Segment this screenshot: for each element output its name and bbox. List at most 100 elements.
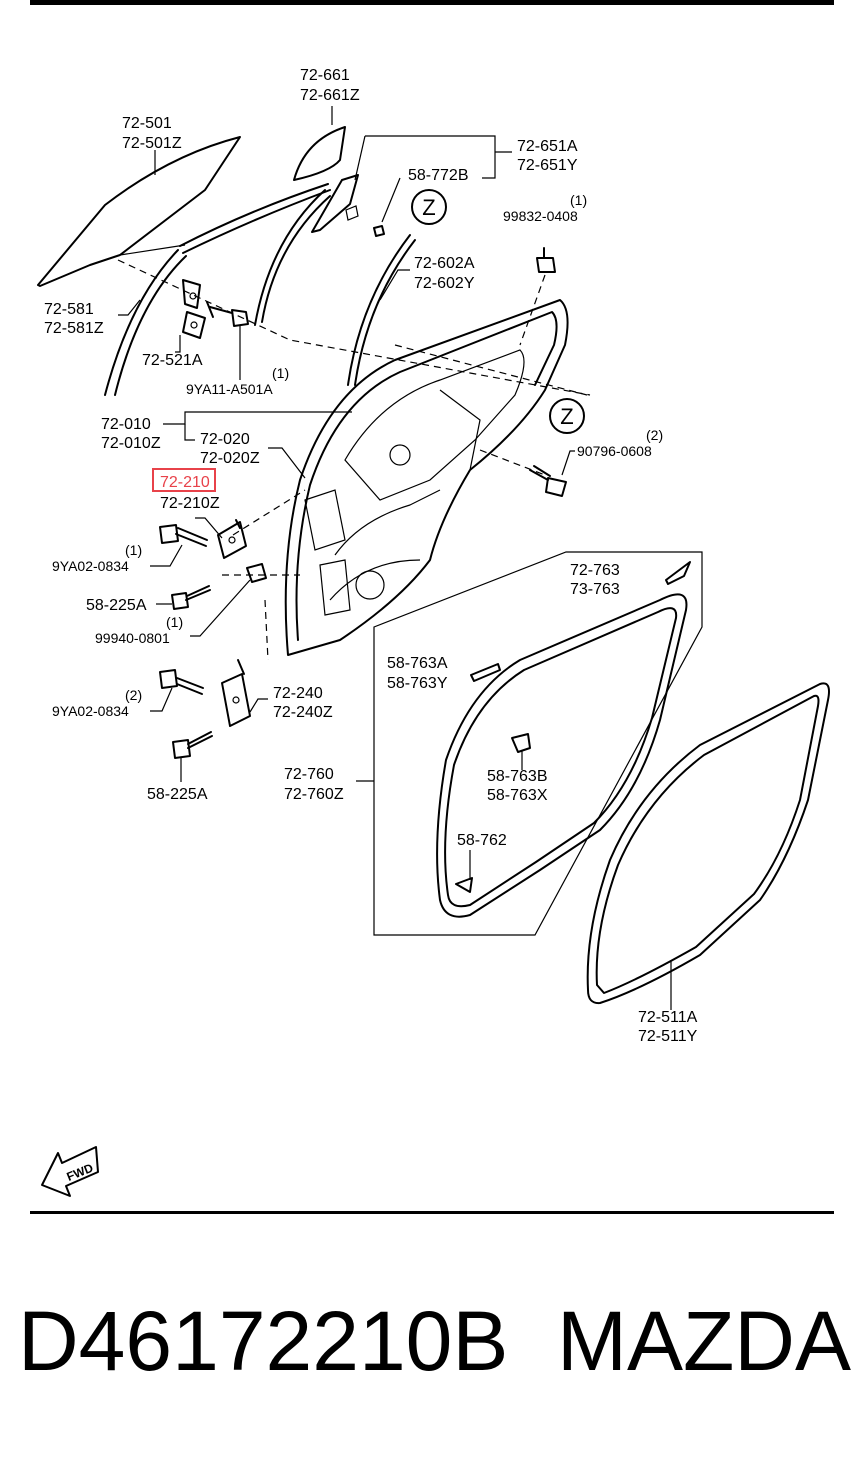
quarter-glass: [293, 126, 346, 181]
part-label: 72-661Z: [300, 87, 360, 104]
callout-99940: (1) 99940-0801: [95, 614, 183, 646]
bolt-9ya02-upper: [159, 524, 208, 547]
callout-58-225a-lower: 58-225A: [147, 786, 208, 803]
callout-72-581: 72-581 72-581Z: [44, 301, 104, 337]
qty-label: (2): [125, 687, 142, 703]
bottom-rule: [30, 1211, 834, 1214]
callout-99832: (1) 99832-0408: [503, 192, 587, 224]
part-label: 9YA11-A501A: [186, 381, 273, 397]
highlight-box: [152, 468, 216, 492]
detail-marker-text: Z: [422, 195, 435, 220]
part-label: 90796-0608: [577, 443, 652, 459]
projection-lines: [117, 259, 591, 661]
part-label: 72-602Y: [414, 275, 475, 292]
rear-channel: [104, 249, 187, 396]
door-weatherstrip: [436, 593, 688, 918]
glass-bracket: [182, 279, 206, 339]
part-label: 72-511A: [638, 1009, 698, 1026]
weatherstrip-group-box: [373, 551, 703, 936]
leader-lines: [118, 106, 672, 1010]
bolt-90796: [529, 465, 567, 497]
clip-58-763b: [511, 733, 531, 753]
part-number: D46172210B: [18, 1294, 508, 1388]
trim-72-763: [665, 561, 691, 585]
part-label: 72-010Z: [101, 435, 161, 452]
qty-label: (1): [166, 614, 183, 630]
detail-marker-z-2: Z: [549, 398, 585, 434]
part-label: 72-661: [300, 67, 350, 84]
bolt-9ya11: [206, 301, 249, 327]
part-label: 72-602A: [414, 255, 475, 272]
glass-run-channel: [179, 183, 331, 326]
callout-72-521a: 72-521A: [142, 352, 203, 369]
part-label: 9YA02-0834: [52, 558, 129, 574]
trim-58-763a: [470, 663, 501, 682]
callout-72-240: 72-240 72-240Z: [273, 685, 333, 721]
callout-9ya11: (1) 9YA11-A501A: [186, 365, 289, 397]
callout-72-010: 72-010 72-010Z: [101, 416, 161, 452]
bolt-99832: [536, 247, 556, 273]
part-label: 72-020Z: [200, 450, 260, 467]
part-label: 72-511Y: [638, 1028, 698, 1045]
part-label: 58-763Y: [387, 675, 448, 692]
part-label: 58-763A: [387, 655, 448, 672]
detail-marker-text: Z: [560, 404, 573, 429]
callout-72-501: 72-501 72-501Z: [122, 115, 182, 152]
bolt-58-225a-lower: [172, 731, 213, 759]
callout-72-602: 72-602A 72-602Y: [414, 255, 475, 292]
door-glass: [37, 136, 241, 287]
bolt-58-225a-upper: [171, 585, 211, 610]
part-label: 72-581: [44, 301, 94, 318]
part-label: 73-763: [570, 581, 620, 598]
part-label: 72-240: [273, 685, 323, 702]
callout-72-763: 72-763 73-763: [570, 562, 620, 598]
part-label: 58-763X: [487, 787, 548, 804]
callout-72-210: 72-210 72-210Z: [152, 468, 220, 512]
run-channel-602: [347, 234, 416, 386]
callout-72-020: 72-020 72-020Z: [200, 431, 260, 467]
qty-label: (2): [646, 427, 663, 443]
part-label: 72-763: [570, 562, 620, 579]
part-label: 72-010: [101, 416, 151, 433]
body-weatherstrip: [586, 682, 830, 1005]
callout-58-762: 58-762: [457, 832, 507, 849]
part-label: 72-020: [200, 431, 250, 448]
part-label: 72-581Z: [44, 320, 104, 337]
callout-9ya02-upper: (1) 9YA02-0834: [52, 542, 142, 574]
fwd-arrow-icon: FWD: [41, 1146, 99, 1197]
part-label-highlighted: 72-210: [160, 474, 210, 491]
part-label: 72-651A: [517, 138, 578, 155]
qty-label: (1): [570, 192, 587, 208]
clip-58-762: [455, 877, 473, 893]
brand-name: MAZDA: [557, 1294, 851, 1388]
callout-72-511: 72-511A 72-511Y: [638, 1009, 698, 1045]
part-label: 58-763B: [487, 768, 548, 785]
callout-58-772b: 58-772B: [408, 167, 469, 184]
nut-99940: [246, 563, 267, 583]
lower-hinge: [221, 659, 251, 727]
qty-label: (1): [125, 542, 142, 558]
upper-hinge: [217, 519, 247, 559]
callout-72-760: 72-760 72-760Z: [284, 766, 344, 803]
part-label: 72-760: [284, 766, 334, 783]
part-label: 9YA02-0834: [52, 703, 129, 719]
bolt-9ya02-lower: [159, 669, 204, 695]
callout-58-225a-upper: 58-225A: [86, 597, 147, 614]
callout-90796: (2) 90796-0608: [577, 427, 663, 459]
clip-58-772b: [373, 225, 385, 237]
door-panel: [284, 299, 569, 656]
part-label: 99832-0408: [503, 208, 578, 224]
callout-58-763b: 58-763B 58-763X: [487, 768, 548, 804]
qty-label: (1): [272, 365, 289, 381]
callout-58-763a: 58-763A 58-763Y: [387, 655, 448, 692]
sail-trim: [311, 174, 359, 233]
part-label: 72-501Z: [122, 135, 182, 152]
part-label: 72-240Z: [273, 704, 333, 721]
part-label: 72-760Z: [284, 786, 344, 803]
part-label: 99940-0801: [95, 630, 170, 646]
detail-marker-z-1: Z: [411, 189, 447, 225]
callout-72-661: 72-661 72-661Z: [300, 67, 360, 104]
top-rule: [30, 0, 834, 5]
part-label: 72-210Z: [160, 495, 220, 512]
